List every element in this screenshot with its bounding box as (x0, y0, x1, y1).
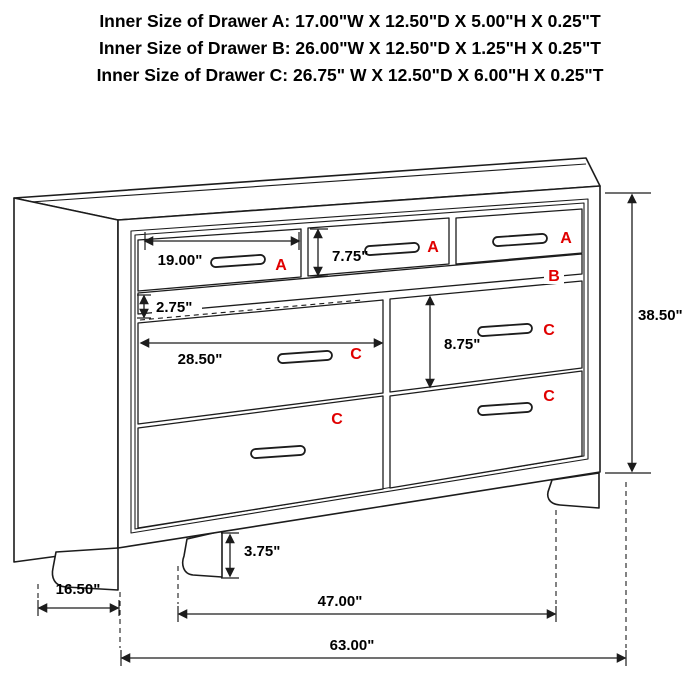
drawer-b-inner-size: Inner Size of Drawer B: 26.00"W X 12.50"… (99, 38, 601, 58)
dimension-feet-span: 47.00" (177, 510, 557, 622)
drawer-c-bottom-left-face (137, 395, 384, 529)
drawer-a1-label: A (275, 257, 287, 274)
drawer-a3-handle (492, 233, 548, 247)
dim-extension-line (139, 299, 363, 321)
drawer-size-header: Inner Size of Drawer A: 17.00"W X 12.50"… (0, 8, 700, 89)
dim-value: 38.50" (638, 307, 683, 324)
dresser-side-panel (13, 197, 119, 563)
drawer-c-top-left-handle (277, 350, 333, 364)
drawer-c-inner-size: Inner Size of Drawer C: 26.75" W X 12.50… (96, 65, 604, 85)
dim-label-backdrop (152, 299, 202, 316)
dimension-drawer-a-width: 19.00" (143, 232, 301, 269)
dresser-foot-right (546, 472, 600, 509)
drawer-c-bottom-left-label: C (331, 411, 343, 428)
drawer-c-top-right-label: C (543, 322, 555, 339)
dimension-drawer-a-height: 7.75" (310, 228, 368, 277)
dresser-top-edge-line (15, 163, 587, 204)
drawer-a2-label: A (427, 239, 439, 256)
drawers (137, 208, 583, 529)
dim-value: 8.75" (444, 336, 480, 353)
dim-value: 28.50" (178, 351, 223, 368)
drawer-a3-label: A (560, 230, 572, 247)
drawer-c-top-left-label: C (350, 346, 362, 363)
dresser-foot-middle (181, 530, 223, 578)
dim-value: 7.75" (332, 248, 368, 265)
dresser-foot-left (51, 547, 119, 591)
drawer-c-top-right-handle (477, 323, 533, 337)
drawer-c-bottom-right-face (389, 370, 583, 489)
dim-value: 3.75" (244, 543, 280, 560)
front-frame-inner-line-2 (134, 202, 585, 530)
dimension-depth: 16.50" (37, 581, 120, 616)
dimension-foot-height: 3.75" (221, 532, 280, 579)
front-frame-inner-line-1 (130, 198, 589, 534)
drawer-b-label: B (548, 268, 560, 285)
drawer-a1-handle (210, 254, 266, 268)
dim-value: 47.00" (318, 593, 363, 610)
dimension-drawer-c-width: 28.50" (139, 338, 384, 368)
drawer-letters: A A A B C C C C (275, 230, 572, 428)
dim-value: 16.50" (56, 581, 101, 598)
dim-value: 63.00" (330, 637, 375, 654)
drawer-c-bottom-right-label: C (543, 388, 555, 405)
dimension-drawer-c-height: 8.75" (425, 295, 480, 389)
dimension-overall-width: 63.00" (119, 482, 627, 666)
dimension-overall-height: 38.50" (605, 192, 683, 474)
drawer-c-top-left-face (137, 299, 384, 425)
dim-value: 2.75" (156, 299, 192, 316)
drawer-a-inner-size: Inner Size of Drawer A: 17.00"W X 12.50"… (99, 11, 601, 31)
drawer-c-bottom-left-handle (250, 445, 306, 459)
drawer-a2-handle (364, 242, 420, 256)
drawer-b-label-backdrop (544, 266, 564, 284)
drawer-b-jewelry-strip (137, 253, 583, 315)
drawer-c-bottom-right-handle (477, 402, 533, 416)
dimension-drawer-b-height: 2.75" (137, 294, 363, 321)
dim-value: 19.00" (158, 252, 203, 269)
